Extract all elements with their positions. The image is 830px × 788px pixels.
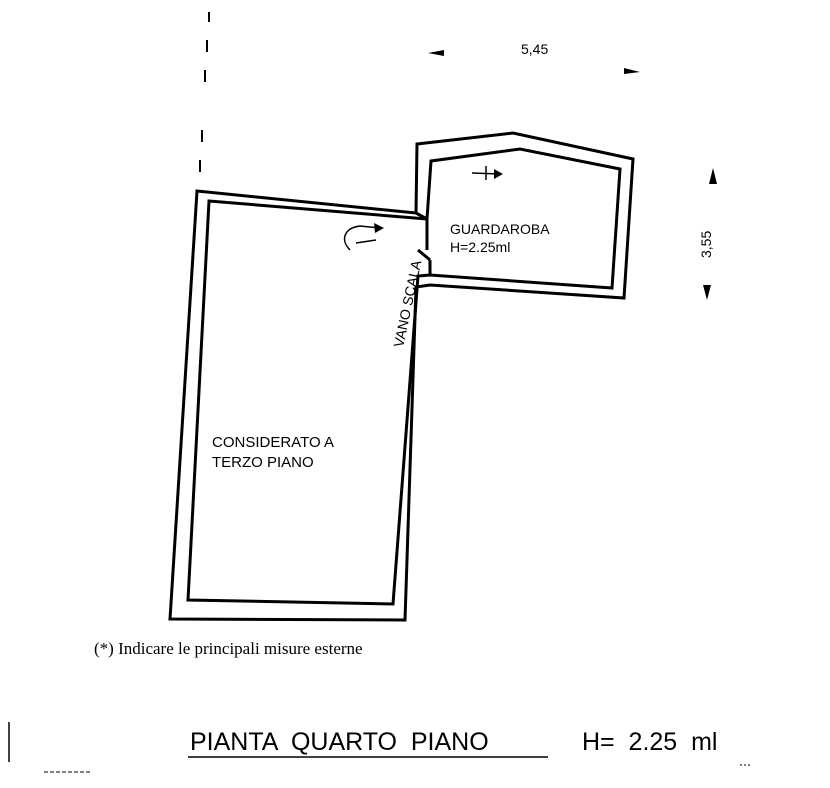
scan-marks xyxy=(8,722,752,773)
guardaroba-label: GUARDAROBA xyxy=(450,221,550,237)
reference-dashes xyxy=(199,12,210,172)
height-dimension-markers xyxy=(703,168,717,300)
outer-wall xyxy=(168,131,635,622)
main-room-label-line2: TERZO PIANO xyxy=(212,454,314,471)
stair-opening xyxy=(415,211,432,275)
stair-arrow-icon xyxy=(343,223,384,251)
main-room-label-line1: CONSIDERATO A xyxy=(212,434,334,451)
door-arrow-icon xyxy=(471,166,503,180)
width-dimension-markers xyxy=(428,50,640,74)
footnote: (*) Indicare le principali misure estern… xyxy=(94,639,363,658)
inner-wall xyxy=(186,147,622,606)
plan-title: PIANTA QUARTO PIANO xyxy=(190,728,489,756)
plan-height: H= 2.25 ml xyxy=(582,728,717,756)
width-dimension-label: 5,45 xyxy=(521,41,548,57)
stair-label: VANO SCALA xyxy=(390,258,424,348)
guardaroba-height-label: H=2.25ml xyxy=(450,239,510,255)
height-dimension-label: 3,55 xyxy=(698,231,714,258)
